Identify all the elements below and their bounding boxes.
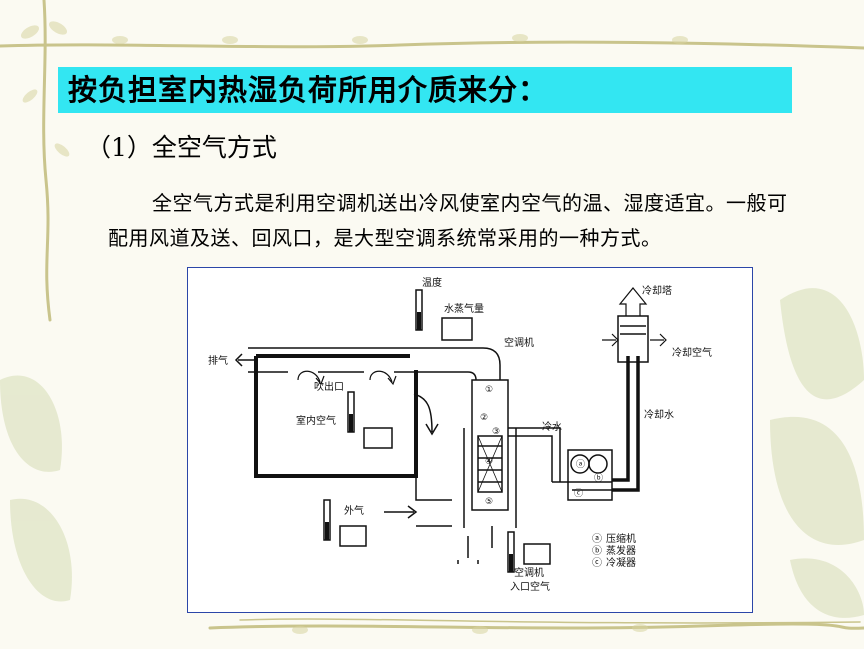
unit-mark-c: ⓒ <box>574 488 583 499</box>
component-4: ④ <box>485 457 493 467</box>
chilled-water-line <box>508 427 572 483</box>
label-cooling-tower: 冷却塔 <box>642 284 672 297</box>
air-system-diagram: 温度 水蒸气量 排气 吹出口 室内空气 外气 空调机 空调机 入口空气 冷水 冷… <box>187 267 753 613</box>
legend-mark-c: ⓒ <box>592 557 602 569</box>
room-outline <box>254 356 418 478</box>
legend-mark-b: ⓑ <box>592 545 602 557</box>
legend-mark-a: ⓐ <box>592 533 602 545</box>
slide-paragraph: 全空气方式是利用空调机送出冷风使室内空气的温、湿度适宜。一般可配用风道及送、回风… <box>108 191 788 250</box>
cooling-water-line <box>612 356 640 492</box>
label-exhaust: 排气 <box>208 354 228 367</box>
label-air-handler: 空调机 <box>504 336 534 349</box>
component-5: ⑤ <box>485 497 493 507</box>
supply-duct <box>248 347 501 381</box>
unit-mark-a: ⓐ <box>576 459 585 470</box>
label-cooling-air: 冷却空气 <box>672 346 712 359</box>
label-inlet-air-1: 空调机 <box>514 566 544 579</box>
title-bar <box>58 67 792 113</box>
return-duct <box>415 476 493 548</box>
label-cooling-water: 冷却水 <box>644 408 674 421</box>
air-handler-casing <box>471 379 509 511</box>
slide-subtitle: （1）全空气方式 <box>86 133 277 162</box>
diagram-canvas: 温度 水蒸气量 排气 吹出口 室内空气 外气 空调机 空调机 入口空气 冷水 冷… <box>208 276 712 593</box>
label-inlet-air-2: 入口空气 <box>510 580 550 593</box>
component-3: ③ <box>492 427 500 437</box>
legend-text-evaporator: 蒸发器 <box>606 544 636 557</box>
component-2: ② <box>480 413 488 423</box>
label-chilled-water: 冷水 <box>542 420 562 433</box>
legend-text-compressor: 压缩机 <box>606 532 636 545</box>
legend-text-condenser: 冷凝器 <box>606 556 636 569</box>
diagram-legend: ⓐ 压缩机 ⓑ 蒸发器 ⓒ 冷凝器 <box>592 532 636 569</box>
slide-title: 按负担室内热湿负荷所用介质来分： <box>68 73 549 107</box>
label-indoor-air: 室内空气 <box>296 414 336 427</box>
label-temperature: 温度 <box>422 276 442 289</box>
refrigeration-unit <box>567 449 613 501</box>
label-outdoor-air: 外气 <box>344 504 364 517</box>
outdoor-air-arrow <box>384 505 418 519</box>
label-supply-outlet: 吹出口 <box>314 380 344 393</box>
unit-mark-b: ⓑ <box>594 473 603 484</box>
label-water-vapor: 水蒸气量 <box>444 302 484 315</box>
component-1: ① <box>485 385 493 395</box>
cooling-tower <box>617 315 649 363</box>
